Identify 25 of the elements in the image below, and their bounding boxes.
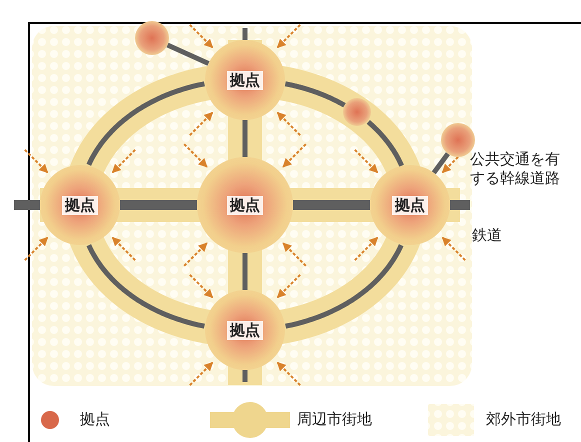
line-label: 公共交通を有する幹線道路	[470, 150, 561, 188]
railway-line	[450, 200, 470, 210]
hub-label: 拠点	[227, 70, 263, 90]
hub-label: 拠点	[227, 320, 263, 340]
hub-label: 拠点	[227, 196, 263, 214]
legend-label: 郊外市街地	[486, 410, 561, 429]
road-line	[432, 152, 450, 174]
road-line	[242, 253, 248, 290]
road-line	[285, 244, 404, 329]
line-label: 鉄道	[472, 226, 503, 245]
road-line	[86, 81, 205, 166]
road-line	[242, 28, 248, 40]
legend-label: 周辺市街地	[297, 410, 372, 429]
road-line	[242, 370, 248, 382]
legend-label: 拠点	[80, 410, 110, 429]
road-line	[166, 42, 210, 66]
railway-line	[14, 200, 40, 210]
hub-label: 拠点	[392, 196, 428, 214]
railway-line	[293, 200, 370, 210]
road-line	[86, 244, 205, 329]
hub-label: 拠点	[62, 196, 98, 214]
railway-line	[120, 200, 197, 210]
road-line	[366, 120, 404, 168]
road-line	[284, 81, 346, 108]
road-line	[242, 120, 248, 157]
